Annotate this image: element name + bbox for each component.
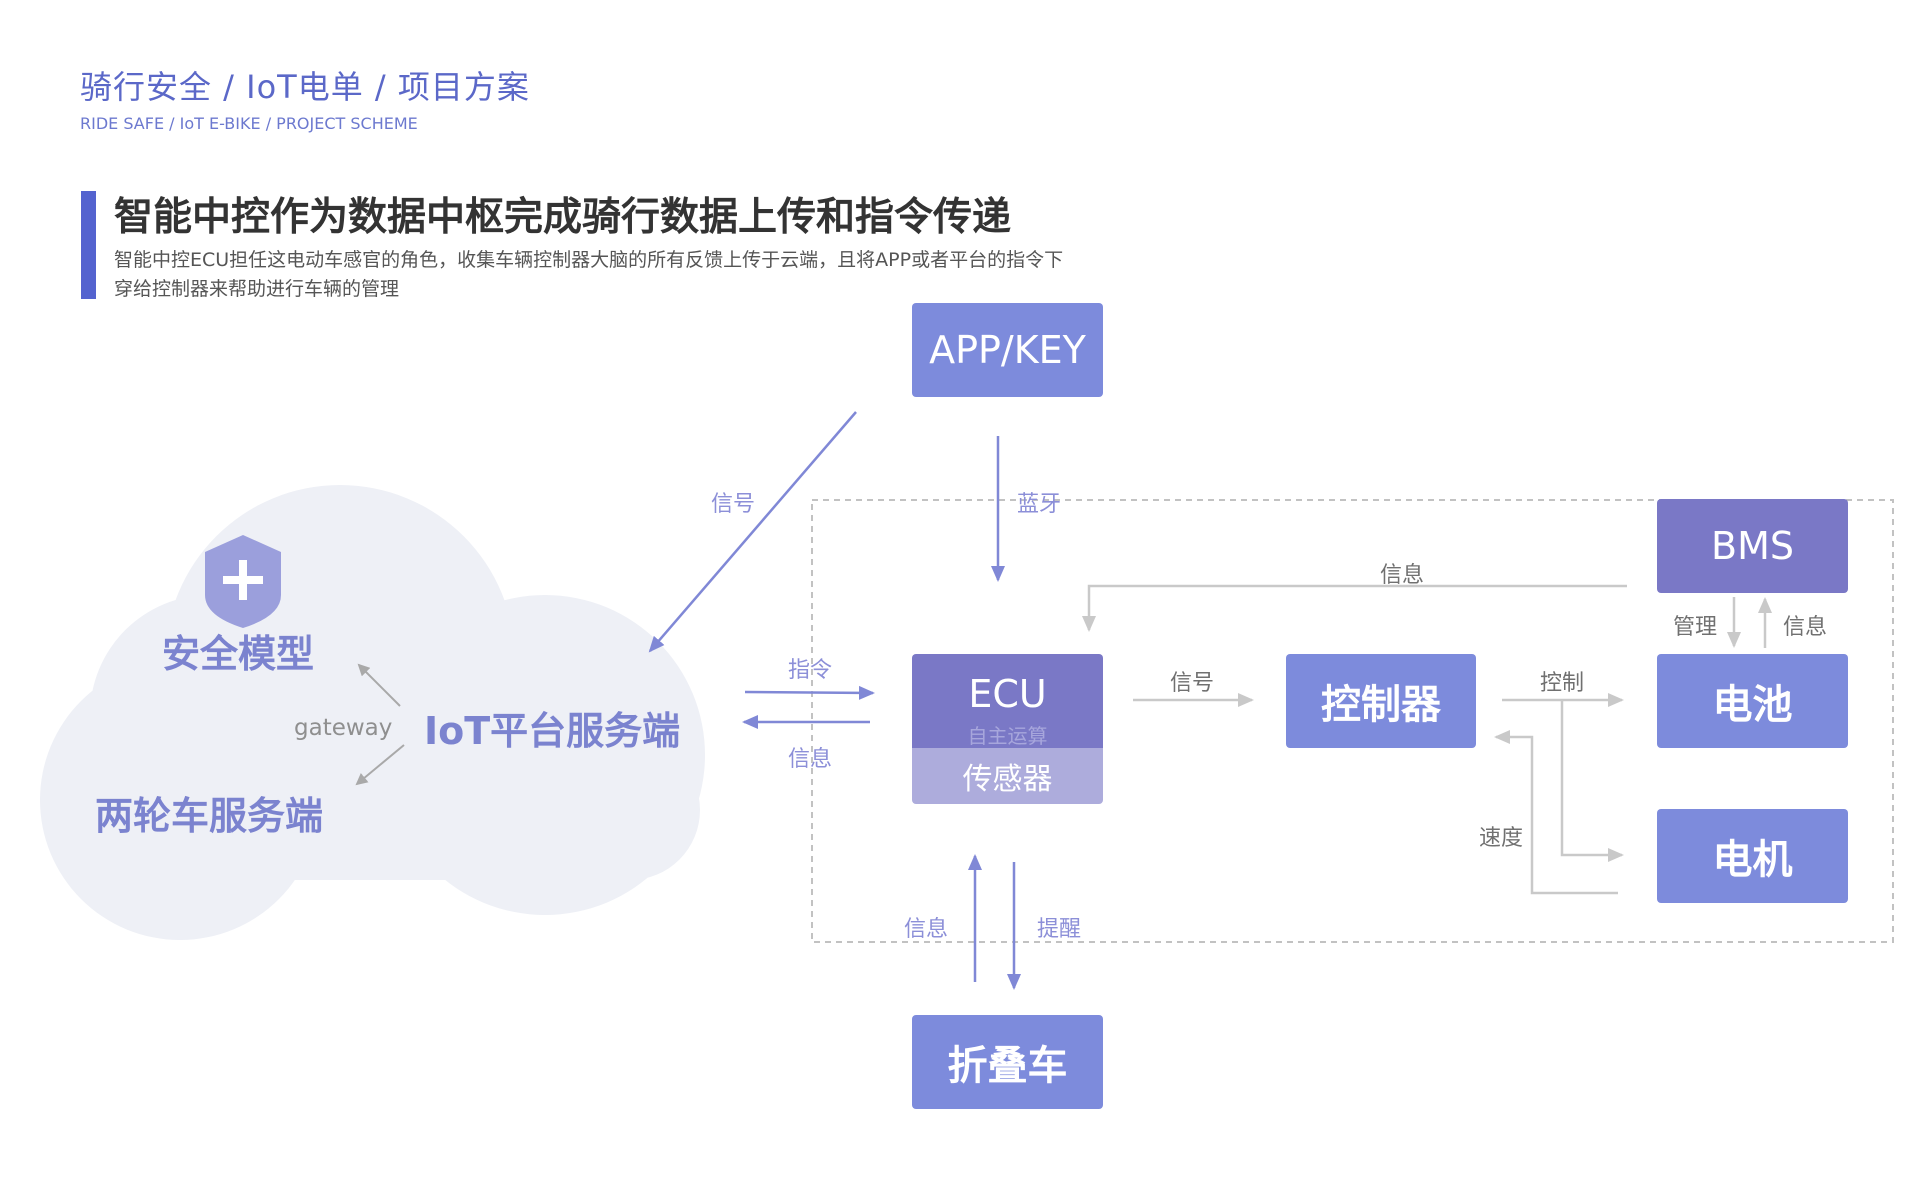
section-description: 智能中控ECU担任这电动车感官的角色，收集车辆控制器大脑的所有反馈上传于云端，且… [114, 249, 1064, 300]
iot-platform-label: IoT平台服务端 [424, 709, 681, 753]
edge-label-bike-to-ecu: 信息 [904, 917, 949, 942]
edge-label-app-to-cloud: 信号 [711, 492, 756, 517]
vehicle-boundary [811, 499, 1894, 943]
edge-label-battery-info: 信息 [1783, 615, 1828, 640]
node-folding-bike: 折叠车 [912, 1015, 1103, 1109]
edge-label-cloud-to-ecu: 指令 [788, 658, 833, 683]
node-battery: 电池 [1657, 654, 1848, 748]
gateway-arrow-up [357, 663, 401, 707]
node-bms: BMS [1657, 499, 1848, 593]
breadcrumb-en: RIDE SAFE / IoT E-BIKE / PROJECT SCHEME [80, 114, 418, 133]
ecu-label: ECU [968, 672, 1047, 716]
breadcrumb-zh: 骑行安全 / IoT电单 / 项目方案 [80, 68, 530, 106]
gateway-label: gateway [294, 715, 393, 741]
edge-label-ecu-to-controller: 信号 [1170, 671, 1215, 696]
title-accent-bar [81, 191, 96, 299]
edge-controller-to-motor [1560, 700, 1624, 862]
sensor-label: 传感器 [912, 748, 1103, 804]
ecu-header: ECU 自主运算 [912, 654, 1103, 748]
edge-label-app-to-ecu: 蓝牙 [1017, 492, 1062, 517]
edge-label-bms-to-ecu: 信息 [1380, 563, 1425, 588]
edge-cloud-to-ecu [744, 685, 875, 700]
edge-bms-to-ecu [1082, 584, 1627, 632]
section-title: 智能中控作为数据中枢完成骑行数据上传和指令传递 [114, 195, 1012, 240]
node-app-key: APP/KEY [912, 303, 1103, 397]
edge-app-to-cloud [648, 411, 857, 653]
shield-plus-icon [205, 535, 281, 628]
node-ecu: ECU 自主运算 传感器 [912, 654, 1103, 804]
edge-label-controller-to-battery: 控制 [1540, 671, 1585, 696]
edge-label-bms-manage: 管理 [1673, 615, 1718, 640]
node-motor: 电机 [1657, 809, 1848, 903]
gateway-arrow-down [355, 744, 405, 786]
edge-label-ecu-to-bike: 提醒 [1037, 917, 1082, 942]
two-wheel-server-label: 两轮车服务端 [95, 794, 324, 838]
edge-motor-speed [1494, 730, 1618, 895]
ecu-sub-label: 自主运算 [967, 724, 1048, 748]
edge-label-motor-speed: 速度 [1479, 826, 1524, 851]
edge-label-ecu-to-cloud: 信息 [788, 747, 833, 772]
node-controller: 控制器 [1286, 654, 1476, 748]
security-model-label: 安全模型 [162, 632, 315, 676]
